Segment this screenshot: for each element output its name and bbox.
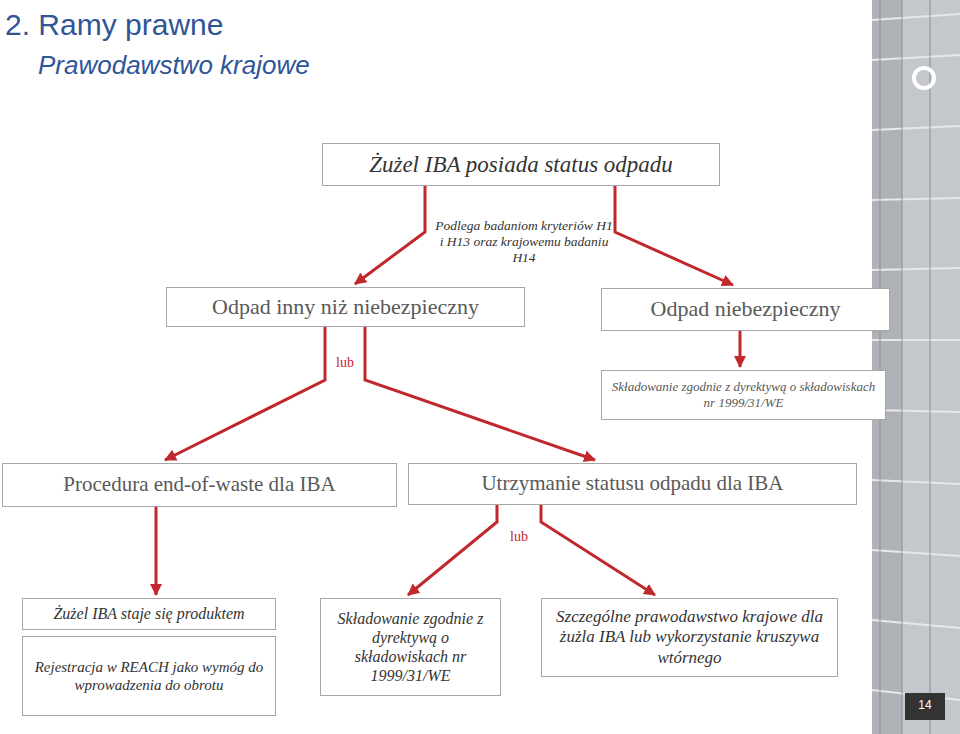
- arrow-connector: [355, 186, 425, 284]
- box-text: Żużel IBA posiada status odpadu: [369, 151, 673, 179]
- facade-shadow: [872, 0, 902, 734]
- or-label: lub: [504, 529, 534, 546]
- category-box: Odpad niebezpieczny: [601, 288, 890, 331]
- arrow-connector: [155, 507, 158, 595]
- outcome-box: Składowanie zgodnie z dyrektywą o składo…: [320, 598, 501, 696]
- box-text: Składowanie zgodnie z dyrektywą o składo…: [329, 609, 492, 686]
- arrow-connector: [615, 186, 733, 285]
- facade: [872, 0, 960, 734]
- box-text: Utrzymanie statusu odpadu dla IBA: [481, 471, 783, 496]
- box-text: Składowanie zgodnie z dyrektywą o składo…: [610, 379, 877, 410]
- box-text: Szczególne prawodawstwo krajowe dla żużl…: [550, 607, 829, 668]
- box-text: Odpad niebezpieczny: [651, 296, 841, 322]
- facade-stripes: [872, 14, 960, 700]
- outcome-box: Szczególne prawodawstwo krajowe dla żużl…: [541, 598, 838, 677]
- procedure-box: Procedura end-of-waste dla IBA: [2, 463, 397, 507]
- or-label: lub: [330, 355, 360, 372]
- arrow-connector: [365, 327, 595, 460]
- box-text: Odpad inny niż niebezpieczny: [212, 294, 479, 320]
- box-text: Rejestracja w REACH jako wymóg do wprowa…: [31, 658, 267, 694]
- box-text: Żużel IBA staje się produktem: [53, 604, 244, 623]
- page-number: 14: [905, 698, 945, 712]
- procedure-box: Utrzymanie statusu odpadu dla IBA: [408, 463, 857, 505]
- facade-lines: [880, 0, 930, 734]
- arrow-connector: [165, 327, 325, 460]
- outcome-box: Żużel IBA staje się produktem: [22, 598, 276, 630]
- category-box: Odpad inny niż niebezpieczny: [166, 287, 525, 327]
- requirement-box: Rejestracja w REACH jako wymóg do wprowa…: [22, 636, 276, 716]
- arrow-connector: [541, 505, 655, 595]
- arrow-connector: [408, 505, 497, 595]
- slide-title: 2. Ramy prawne: [5, 8, 223, 42]
- requirement-box: Składowanie zgodnie z dyrektywą o składo…: [601, 370, 886, 420]
- logo-ring: [914, 68, 934, 88]
- subtitle: Prawodawstwo krajowe: [38, 50, 398, 81]
- status-box: Żużel IBA posiada status odpadu: [322, 143, 720, 186]
- arrow-connector: [739, 331, 742, 367]
- page-number-box: [905, 693, 945, 720]
- box-text: Procedura end-of-waste dla IBA: [63, 472, 335, 497]
- edge-note: Podlega badaniom kryteriów H1 i H13 oraz…: [434, 218, 614, 267]
